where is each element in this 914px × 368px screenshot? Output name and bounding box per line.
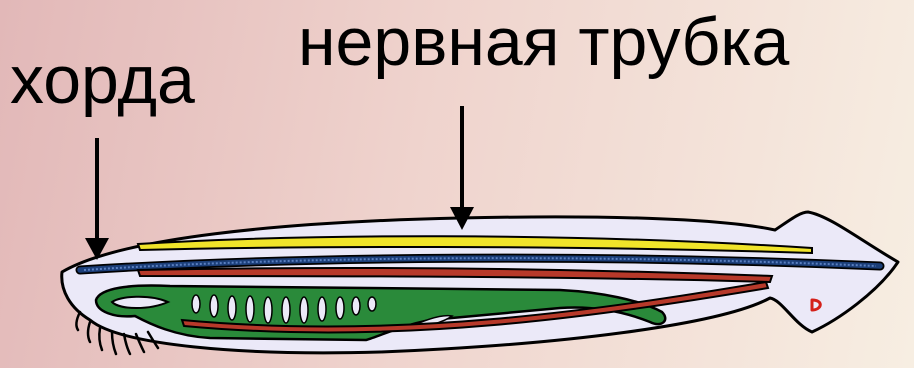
arrow-neural-tube bbox=[450, 106, 474, 230]
arrow-chord bbox=[85, 138, 109, 260]
